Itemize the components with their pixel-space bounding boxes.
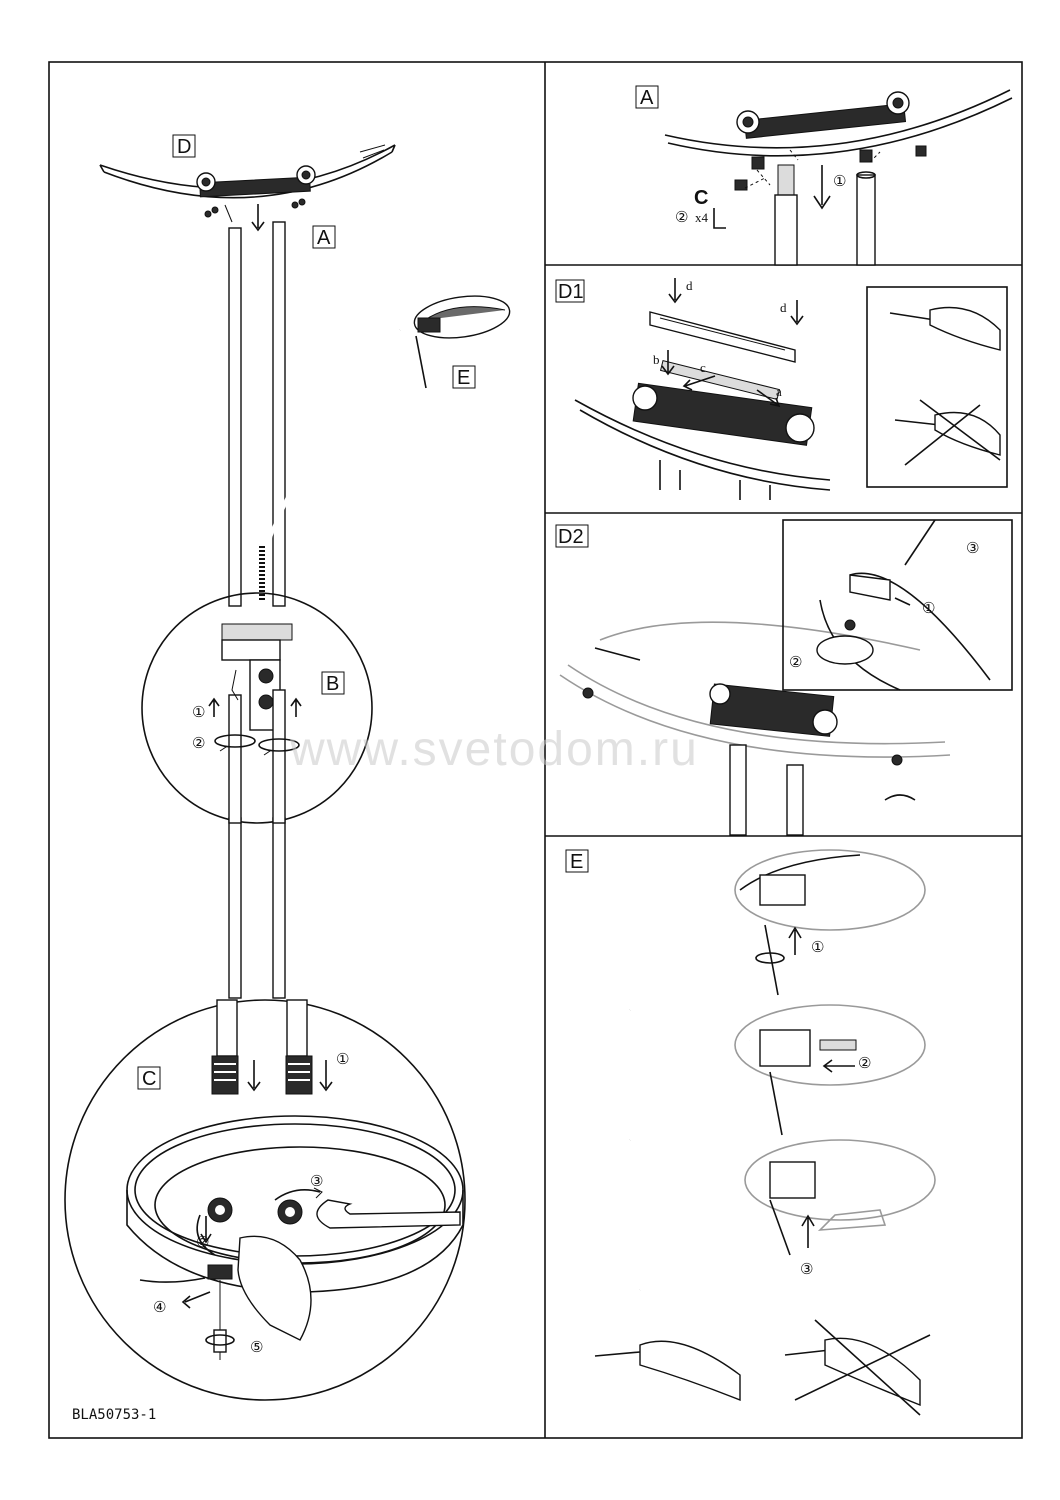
step-c4: ④ xyxy=(153,1298,166,1316)
step-a1: ① xyxy=(833,172,846,190)
step-c1: ① xyxy=(336,1050,349,1068)
panel-e-title: E xyxy=(570,851,583,873)
letter-b: b xyxy=(653,352,660,367)
label-b: B xyxy=(326,673,339,695)
step-c2: ② xyxy=(196,1233,209,1251)
label-e: E xyxy=(457,367,470,389)
step-e3: ③ xyxy=(800,1260,813,1278)
left-labels xyxy=(137,134,476,1090)
letter-d-left: d xyxy=(686,278,693,293)
screw-letter: C xyxy=(694,187,708,209)
panel-a-drawing xyxy=(635,85,1013,266)
letter-c: c xyxy=(700,360,706,375)
step-c3: ③ xyxy=(310,1172,323,1190)
panel-d2-drawing xyxy=(555,519,1013,836)
step-b2: ② xyxy=(192,734,205,752)
lamp-overview xyxy=(64,144,511,1401)
label-a: A xyxy=(317,227,331,249)
screw-count: x4 xyxy=(695,210,709,225)
letter-d-right: d xyxy=(780,300,787,315)
step-e1: ① xyxy=(811,938,824,956)
watermark: www.svetodom.ru xyxy=(289,723,699,776)
frame xyxy=(48,61,1023,1439)
panel-d1-drawing xyxy=(555,278,1008,500)
step-c5: ⑤ xyxy=(250,1338,263,1356)
panel-a-title: A xyxy=(640,87,654,109)
label-d: D xyxy=(177,136,191,158)
step-d2-3: ③ xyxy=(966,539,979,557)
letter-a: a xyxy=(776,384,782,399)
step-a2: ② xyxy=(675,208,688,226)
document-code: BLA50753-1 xyxy=(72,1407,156,1423)
step-b1: ① xyxy=(192,703,205,721)
panel-d1-title: D1 xyxy=(558,281,584,303)
panel-d2-title: D2 xyxy=(558,526,584,548)
label-c: C xyxy=(142,1068,156,1090)
step-d2-1: ① xyxy=(922,599,935,617)
step-e2: ② xyxy=(858,1054,871,1072)
step-d2-2: ② xyxy=(789,653,802,671)
panel-e-drawing xyxy=(565,849,936,1416)
